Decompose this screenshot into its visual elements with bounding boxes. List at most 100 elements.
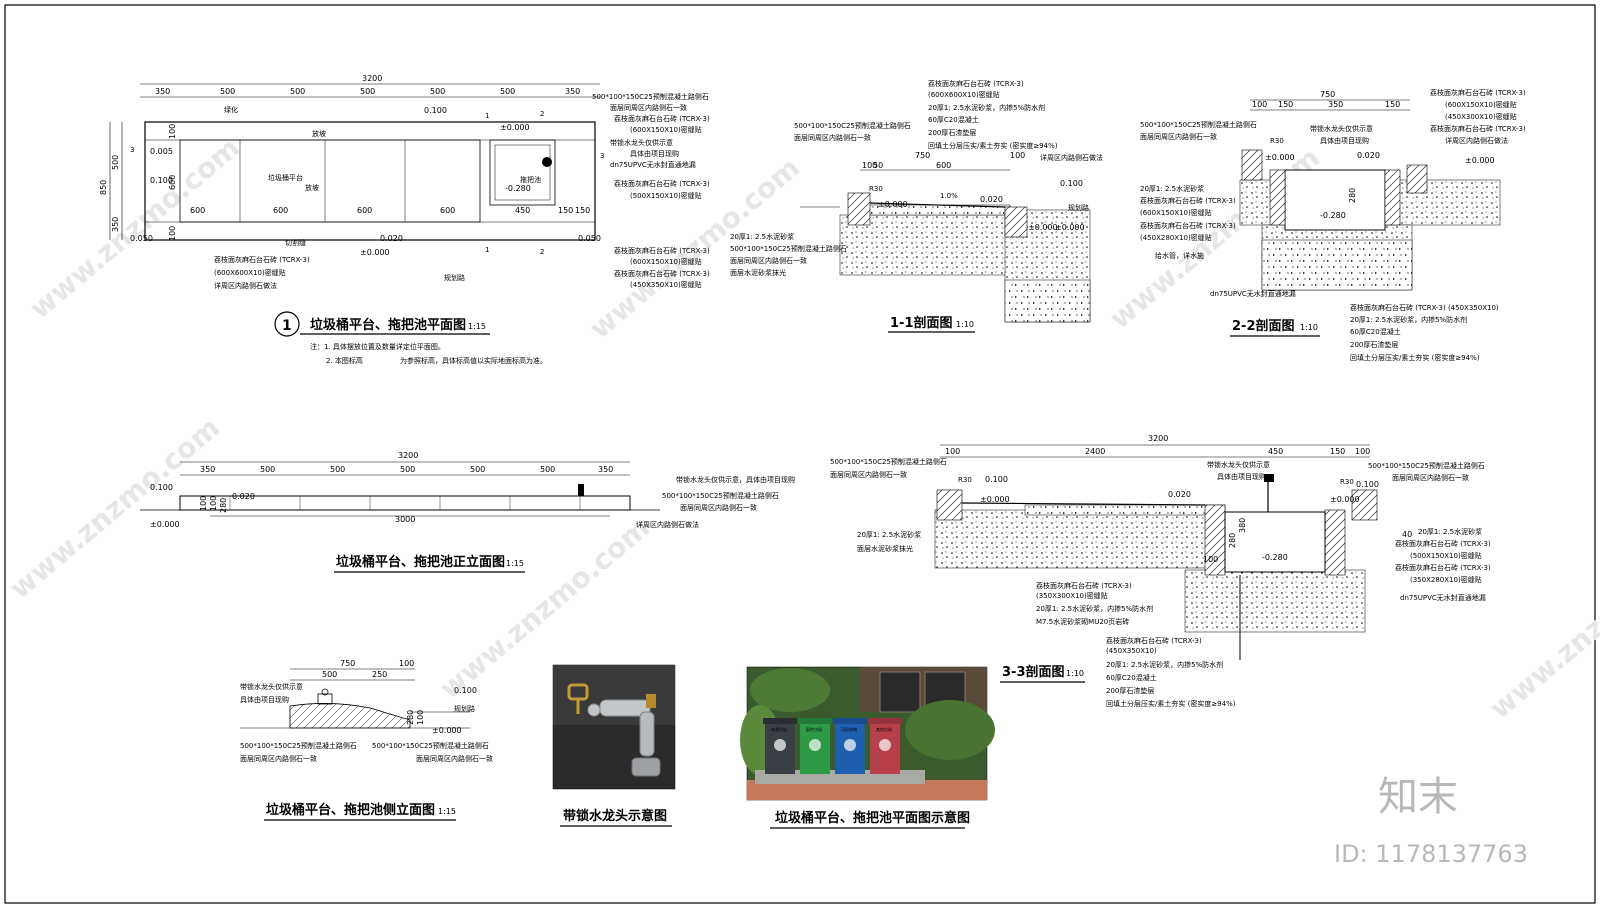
note: 荔枝面灰麻石台石砖 (TCRX-3) [1140, 196, 1236, 205]
sec22-title: 2-2剖面图 [1232, 318, 1295, 334]
note: 200厚石渣垫层 [1106, 686, 1154, 695]
elev-label: 0.100 [150, 176, 173, 185]
bin-label: 其他垃圾 [876, 726, 892, 732]
note: 详周区内路侧石做法 [1040, 153, 1103, 162]
dim-label: 500 [260, 465, 275, 474]
dim-label: 100 [1203, 555, 1218, 564]
note: dn75UPVC无水封直通地漏 [1400, 593, 1486, 602]
sec11-scale: 1:10 [956, 320, 974, 329]
front-scale: 1:15 [506, 559, 524, 568]
elev-label: ±0.000 [500, 123, 530, 132]
note: 荔枝面灰麻石台石砖 (TCRX-3) [1395, 539, 1491, 548]
faucet-brass-valve [646, 694, 656, 708]
sec22-scale: 1:10 [1300, 323, 1318, 332]
dim-label: 380 [1238, 518, 1247, 533]
side-title: 垃圾桶平台、拖把池侧立面图 [266, 802, 435, 818]
front-elev: 0.100 ±0.000 0.020 100 100 280 [150, 483, 255, 529]
dim-label: 600 [936, 161, 951, 170]
sec33-scale: 1:10 [1066, 669, 1084, 678]
callout: (500X150X10)密缝贴 [630, 191, 702, 200]
elev-label: -0.280 [505, 184, 531, 193]
side-dims: 750 500 250 100 [322, 659, 414, 679]
note: 200厚石渣垫层 [1350, 340, 1398, 349]
faucet-icon [1264, 474, 1274, 482]
note: 面层同周区内路侧石一致 [416, 754, 493, 763]
bin-label: 可回收物 [841, 726, 857, 732]
dim-label: 100 [1355, 447, 1370, 456]
note: 荔枝面灰麻石台石砖 (TCRX-3) [1036, 581, 1132, 590]
note: 500*100*150C25预制混凝土路侧石 [730, 244, 847, 253]
elev-label: 0.100 [1356, 480, 1379, 489]
note: 20厚1: 2.5水泥砂浆 [730, 232, 794, 241]
bin-label: 有害垃圾 [771, 726, 787, 732]
plan-top-dims: 350 500 500 500 500 500 350 [155, 87, 580, 96]
faucet-symbol [542, 157, 552, 167]
sec33-title: 3-3剖面图 [1002, 664, 1065, 680]
plan-label-mop: 拖把池 [520, 175, 541, 184]
front-elevation: 3200 350 500 500 500 500 500 350 3000 0.… [140, 451, 795, 573]
note: 500*100*150C25预制混凝土路侧石 [1140, 120, 1257, 129]
watermark-text: www.znzmo.com [3, 411, 226, 605]
dim-label: 600 [440, 206, 455, 215]
faucet-caption: 带锁水龙头示意图 [563, 808, 667, 824]
callout: (450X350X10)密缝贴 [630, 280, 702, 289]
dim-label: 350 [155, 87, 170, 96]
callout: 面层同周区内路侧石一致 [610, 103, 687, 112]
plan-bottom-dims: 600 600 600 600 450 150 150 [190, 206, 590, 215]
note: R30 [869, 185, 883, 193]
elev-label: ±0.000 [360, 248, 390, 257]
dim-label: 450 [1268, 447, 1283, 456]
section-mark: 1 [485, 246, 489, 254]
plan-label-platform: 垃圾桶平台 [268, 173, 303, 182]
callout: 荔枝面灰麻石台石砖 (TCRX-3) [614, 246, 710, 255]
note: 荔枝面灰麻石台石砖 (TCRX-3) [1106, 636, 1202, 645]
callout: 荔枝面灰麻石台石砖 (TCRX-3) [614, 269, 710, 278]
note: (350X280X10)密缝贴 [1410, 575, 1482, 584]
plan-label-cut: 切割缝 [285, 238, 306, 247]
dim-label: 500 [470, 465, 485, 474]
note: 面层水泥砂浆抹光 [730, 268, 786, 277]
callout: (600X600X10)密缝贴 [214, 268, 286, 277]
dim-label: 150 [1278, 100, 1293, 109]
dim-label: 150 [1385, 100, 1400, 109]
callout: 荔枝面灰麻石台石砖 (TCRX-3) [614, 179, 710, 188]
elev-label: ±0.000 [1265, 153, 1295, 162]
section-mark: 3 [600, 152, 604, 160]
dim-label: 280 [219, 498, 228, 513]
elev-label: ±0.000 [1028, 223, 1058, 232]
dim-label: 150 [575, 206, 590, 215]
dim-label: 100 [399, 659, 414, 668]
dim-label: 600 [273, 206, 288, 215]
note: 回填土分层压实/素土夯实 (密实度≥94%) [928, 141, 1058, 150]
note: 20厚1: 2.5水泥砂浆 [1140, 184, 1204, 193]
sec33-total-dim: 3200 [1148, 434, 1168, 443]
dim-label: 100 [209, 496, 218, 511]
elev-label: -0.280 [1320, 211, 1346, 220]
elev-label: 0.020 [1357, 151, 1380, 160]
sec22-elev: ±0.000 0.020 ±0.000 -0.280 280 [1265, 151, 1495, 220]
dim-label: 350 [598, 465, 613, 474]
front-total-dim: 3200 [398, 451, 418, 460]
dim-label: 500 [220, 87, 235, 96]
note: 规划路 [454, 704, 475, 713]
dim-label: 150 [558, 206, 573, 215]
note: dn75UPVC无水封直通地漏 [1210, 289, 1296, 298]
note: 面层同周区内路侧石一致 [240, 754, 317, 763]
brand-id: ID: 1178137763 [1334, 840, 1528, 868]
note: 1.0% [940, 192, 958, 200]
plan-label-slope: 放坡 [312, 129, 326, 138]
dim-label: 750 [1320, 90, 1335, 99]
callout: 具体由项目现购 [630, 149, 679, 158]
bins-photo: 有害垃圾 厨余垃圾 可回收物 其他垃圾 垃圾桶平台、拖把池平面图示意图 [740, 666, 995, 829]
sec33-dims: 100 2400 450 150 100 [945, 447, 1370, 456]
elev-label: 0.020 [380, 234, 403, 243]
plan-total-dim: 3200 [362, 74, 382, 83]
note: 20厚1: 2.5水泥砂浆，内掺5%防水剂 [1036, 604, 1153, 613]
note: 荔枝面灰麻石台石砖 (TCRX-3) (450X350X10) [1350, 303, 1499, 312]
note: R30 [958, 476, 972, 484]
section-mark: 2 [540, 248, 544, 256]
dim-label: 450 [515, 206, 530, 215]
note: 20厚1: 2.5水泥砂浆 [1418, 527, 1482, 536]
elev-label: ±0.000 [150, 520, 180, 529]
dim-label: 280 [406, 710, 415, 725]
